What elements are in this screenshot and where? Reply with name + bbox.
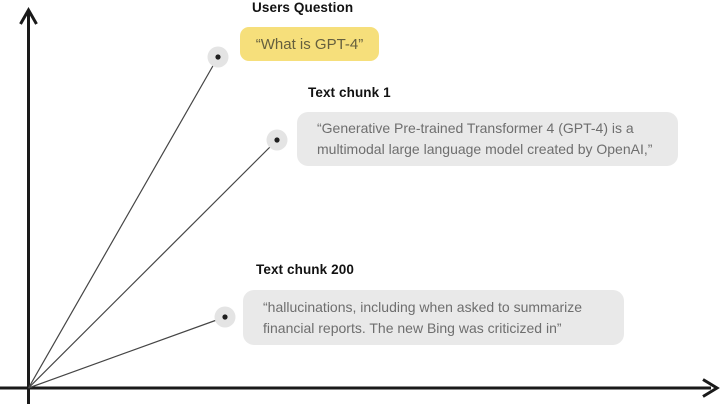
text-chunk-200-text: “hallucinations, including when asked to…	[263, 298, 583, 336]
point-chunk1	[274, 137, 280, 143]
text-chunk-1-text: “Generative Pre-trained Transformer 4 (G…	[317, 120, 653, 157]
users-question-box: “What is GPT-4”	[240, 27, 379, 61]
users-question-heading: Users Question	[252, 0, 354, 15]
vector-chunk1	[28, 139, 278, 389]
vector-chunk200	[28, 316, 226, 389]
text-chunk-200-box: “hallucinations, including when asked to…	[243, 290, 624, 345]
text-chunk-200-heading: Text chunk 200	[256, 262, 354, 277]
point-chunk200	[222, 314, 228, 320]
vector-users-question	[27, 56, 219, 389]
x-axis-arrowhead-icon	[702, 378, 720, 398]
y-axis-arrowhead-icon	[19, 6, 38, 25]
users-question-text: “What is GPT-4”	[255, 35, 364, 53]
text-chunk-1-heading: Text chunk 1	[308, 85, 391, 100]
text-chunk-1-box: “Generative Pre-trained Transformer 4 (G…	[297, 112, 678, 166]
point-users-question	[215, 54, 221, 60]
